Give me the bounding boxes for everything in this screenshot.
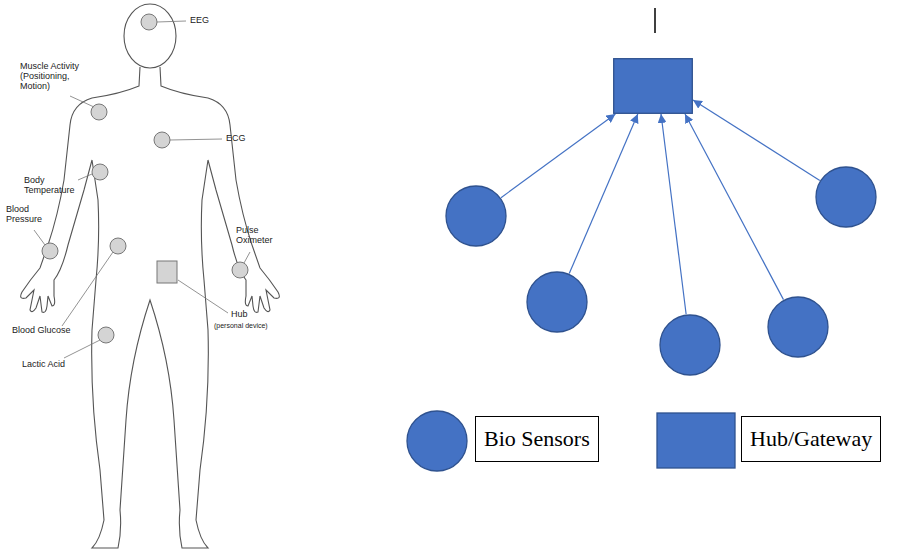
sensor-circle xyxy=(816,167,876,227)
leader-line xyxy=(34,230,45,245)
leader-line xyxy=(244,252,250,263)
sensor-label: EEG xyxy=(190,16,230,26)
bio-sensor-shape xyxy=(526,271,588,333)
sensor-circle xyxy=(768,297,828,357)
bio-sensor-shape xyxy=(815,166,877,228)
sensor-link xyxy=(685,114,783,300)
bio-sensor-shape xyxy=(445,185,507,247)
legend-swatch-square xyxy=(657,413,735,468)
sensor-dot xyxy=(98,327,114,343)
sensor-dot xyxy=(110,238,126,254)
leader-line xyxy=(178,280,228,313)
hub-square xyxy=(157,261,177,283)
sensor-dot xyxy=(42,243,58,259)
sensor-circle xyxy=(527,272,587,332)
head-outline xyxy=(124,4,176,68)
sensor-circle xyxy=(660,315,720,375)
sensor-label: Pulse Oximeter xyxy=(236,226,286,246)
bio-sensor xyxy=(767,296,829,358)
sensor-label: Hub xyxy=(231,310,271,320)
sensor-label: Blood Pressure xyxy=(6,205,52,225)
leader-line xyxy=(78,174,92,180)
legend-label: Hub/Gateway xyxy=(741,416,881,462)
hub-gateway-shape xyxy=(613,58,693,114)
bio-sensor xyxy=(526,271,588,333)
bio-sensor xyxy=(815,166,877,228)
leader-line xyxy=(62,252,113,326)
bio-sensor xyxy=(659,314,721,376)
sensor-label: Body Temperature xyxy=(24,176,78,196)
top-mark xyxy=(654,8,656,33)
sensor-link xyxy=(501,114,615,198)
leader-line xyxy=(157,21,186,22)
bio-sensor xyxy=(445,185,507,247)
body-outline xyxy=(21,67,280,548)
leader-line xyxy=(64,340,100,358)
leader-line xyxy=(170,139,222,140)
sensor-label: Blood Glucose xyxy=(12,326,74,336)
sensor-link xyxy=(661,114,686,314)
legend-swatch-circle xyxy=(407,411,467,471)
legend-label: Bio Sensors xyxy=(475,416,599,462)
sensor-dot xyxy=(154,132,170,148)
bio-sensor-shape xyxy=(659,314,721,376)
sensor-link xyxy=(693,100,820,180)
leader-line xyxy=(70,96,94,107)
hub-gateway xyxy=(613,58,693,114)
sensor-circle xyxy=(446,186,506,246)
bio-sensor-shape xyxy=(767,296,829,358)
sensor-dot xyxy=(232,262,248,278)
sensor-label: ECG xyxy=(226,134,266,144)
sensor-link xyxy=(569,114,638,274)
sensor-label: (personal device) xyxy=(214,322,294,330)
human-body xyxy=(21,4,280,548)
sensor-label: Lactic Acid xyxy=(22,360,84,370)
hub-rect xyxy=(614,59,693,114)
sensor-dot xyxy=(92,164,108,180)
sensor-label: Muscle Activity (Positioning, Motion) xyxy=(20,62,88,92)
sensor-dot xyxy=(141,14,157,30)
